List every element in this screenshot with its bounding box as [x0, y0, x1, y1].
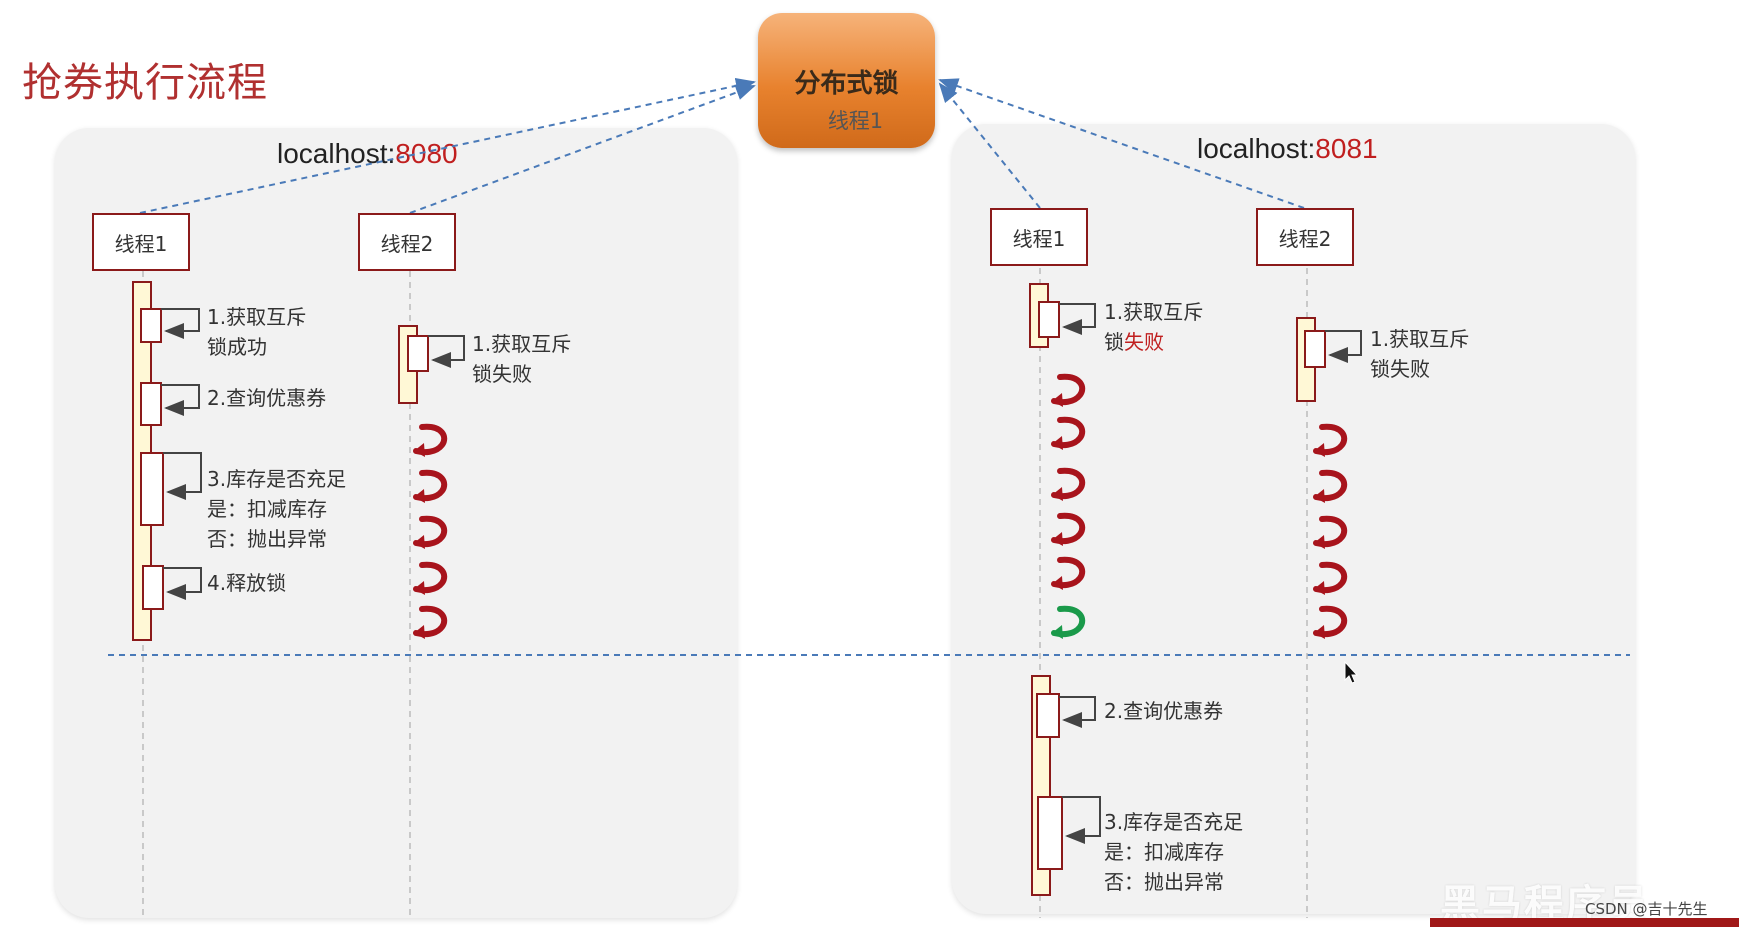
retry-arrow-icon	[1314, 473, 1344, 503]
step-label: 3.库存是否充足 是：扣减库存 否：抛出异常	[207, 467, 347, 551]
retry-arrow-icon	[1314, 609, 1344, 639]
step-label: 3.库存是否充足 是：扣减库存 否：抛出异常	[1104, 810, 1244, 894]
call-8080-t1-step4	[142, 565, 164, 610]
call-8080-t2-step1	[407, 335, 429, 372]
link-8080-thread2	[409, 84, 756, 214]
call-8080-t1-step1	[140, 308, 162, 343]
step-label: 1.获取互斥 锁成功	[207, 305, 307, 359]
host-label-8081: localhost:8081	[1197, 133, 1378, 164]
call-8081-t2-step1	[1304, 330, 1326, 368]
call-8080-t1-step2	[140, 382, 162, 426]
lock-links	[139, 77, 1305, 214]
lock-owner: 线程1	[827, 109, 884, 133]
success-arrow-icon	[1052, 609, 1082, 639]
link-8081-thread1	[938, 82, 1041, 209]
page-title: 抢券执行流程	[22, 60, 268, 106]
retry-arrow-icon	[1052, 471, 1082, 501]
mouse-cursor-icon	[1344, 660, 1359, 684]
step-label: 4.释放锁	[207, 571, 287, 595]
footer-bar	[1430, 918, 1739, 927]
thread-box-8081-thread2: 线程2	[1256, 208, 1354, 266]
retry-arrow-icon	[1052, 377, 1082, 407]
credit-text: CSDN @吉十先生	[1585, 900, 1708, 918]
retry-arrow-icon	[1314, 519, 1344, 549]
step-label: 1.获取互斥 锁失败	[1370, 327, 1470, 381]
retry-arrow-icon	[414, 427, 444, 457]
retry-arrow-icon	[1052, 420, 1082, 450]
call-8081-t1-step1	[1038, 301, 1060, 338]
step-label: 2.查询优惠券	[207, 386, 327, 410]
call-8081-t1-step3	[1037, 796, 1063, 870]
retry-arrow-icon	[414, 609, 444, 639]
distributed-lock: 分布式锁 线程1	[758, 13, 935, 148]
step-label: 1.获取互斥 锁失败	[1104, 300, 1204, 354]
link-8080-thread1	[139, 77, 756, 214]
call-8080-t1-step3	[140, 452, 164, 526]
retry-arrow-icon	[414, 565, 444, 595]
retry-arrow-icon	[1314, 427, 1344, 457]
lock-title: 分布式锁	[794, 69, 899, 99]
thread-box-8081-thread1: 线程1	[990, 208, 1088, 266]
host-label-8080: localhost:8080	[277, 138, 458, 169]
step-label: 1.获取互斥 锁失败	[472, 332, 572, 386]
retry-arrow-icon	[414, 519, 444, 549]
retry-arrow-icon	[1314, 565, 1344, 595]
step-label: 2.查询优惠券	[1104, 699, 1224, 723]
link-8081-thread2	[938, 78, 1305, 209]
step-failed-text: 失败	[1124, 330, 1164, 354]
thread-box-8080-thread2: 线程2	[358, 213, 456, 271]
thread-box-8080-thread1: 线程1	[92, 213, 190, 271]
call-8081-t1-step2	[1036, 693, 1060, 738]
retry-arrow-icon	[1052, 560, 1082, 590]
retry-arrow-icon	[1052, 516, 1082, 546]
retry-arrow-icon	[414, 473, 444, 503]
